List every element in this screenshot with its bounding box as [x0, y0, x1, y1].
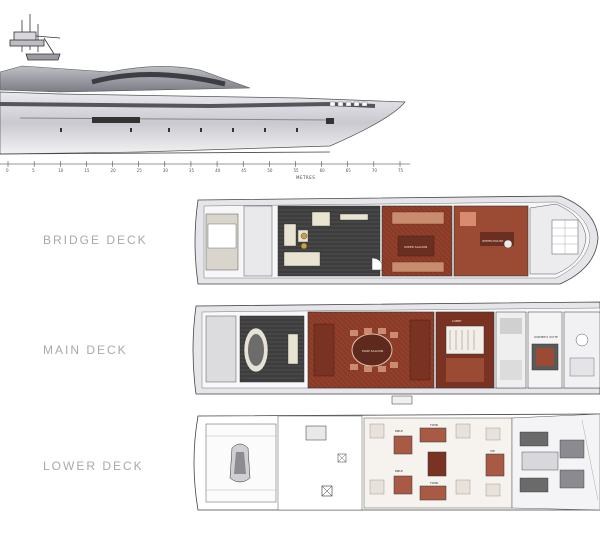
- hull: [0, 91, 406, 155]
- scale-tick-label: 65: [345, 168, 351, 173]
- main-deck-plan: MAIN SALOON LOBBY OWNER'S SUITE: [192, 301, 600, 405]
- scale-tick-label: 45: [241, 168, 247, 173]
- scale-tick-label: 60: [319, 168, 325, 173]
- scale-tick-label: 70: [371, 168, 377, 173]
- scale-tick-label: 35: [188, 168, 195, 173]
- scale-tick-label: 50: [267, 168, 273, 173]
- scale-unit-label: METRES: [296, 175, 316, 180]
- svg-text:VIP: VIP: [490, 449, 495, 453]
- deck-label-bridge: BRIDGE DECK: [43, 233, 148, 247]
- deck-label-lower: LOWER DECK: [43, 459, 144, 473]
- svg-text:MAIN SALOON: MAIN SALOON: [362, 349, 383, 353]
- scale-tick-label: 40: [215, 168, 221, 173]
- svg-text:UPPER SALOON: UPPER SALOON: [404, 245, 427, 249]
- svg-text:WHEELHOUSE: WHEELHOUSE: [482, 239, 503, 243]
- upper-superstructure: [0, 65, 251, 93]
- deck-label-main: MAIN DECK: [43, 343, 128, 357]
- yacht-profile: [0, 14, 410, 167]
- scale-tick-label: 10: [58, 168, 64, 173]
- bridge-deck-plan: UPPER SALOON WHEELHOUSE: [194, 195, 599, 285]
- radar-mast: [9, 14, 61, 61]
- svg-text:DBLE: DBLE: [395, 469, 403, 473]
- svg-text:OWNER'S SUITE: OWNER'S SUITE: [534, 335, 558, 339]
- svg-text:TWIN: TWIN: [429, 423, 438, 427]
- scale-tick-label: 15: [84, 168, 90, 173]
- scale-tick-label: 75: [398, 168, 404, 173]
- svg-text:DBLE: DBLE: [395, 429, 403, 433]
- scale-tick-label: 30: [162, 168, 168, 173]
- scale-bar: [0, 161, 410, 167]
- lower-deck-plan: DBLE TWIN DBLE TWIN VIP: [193, 413, 600, 511]
- svg-text:TWIN: TWIN: [429, 481, 438, 485]
- scale-tick-label: 0: [6, 168, 9, 173]
- scale-tick-label: 25: [136, 168, 142, 173]
- scale-tick-label: 20: [110, 168, 116, 173]
- svg-text:LOBBY: LOBBY: [452, 319, 462, 323]
- scale-tick-label: 5: [32, 168, 35, 173]
- scale-tick-label: 55: [293, 168, 299, 173]
